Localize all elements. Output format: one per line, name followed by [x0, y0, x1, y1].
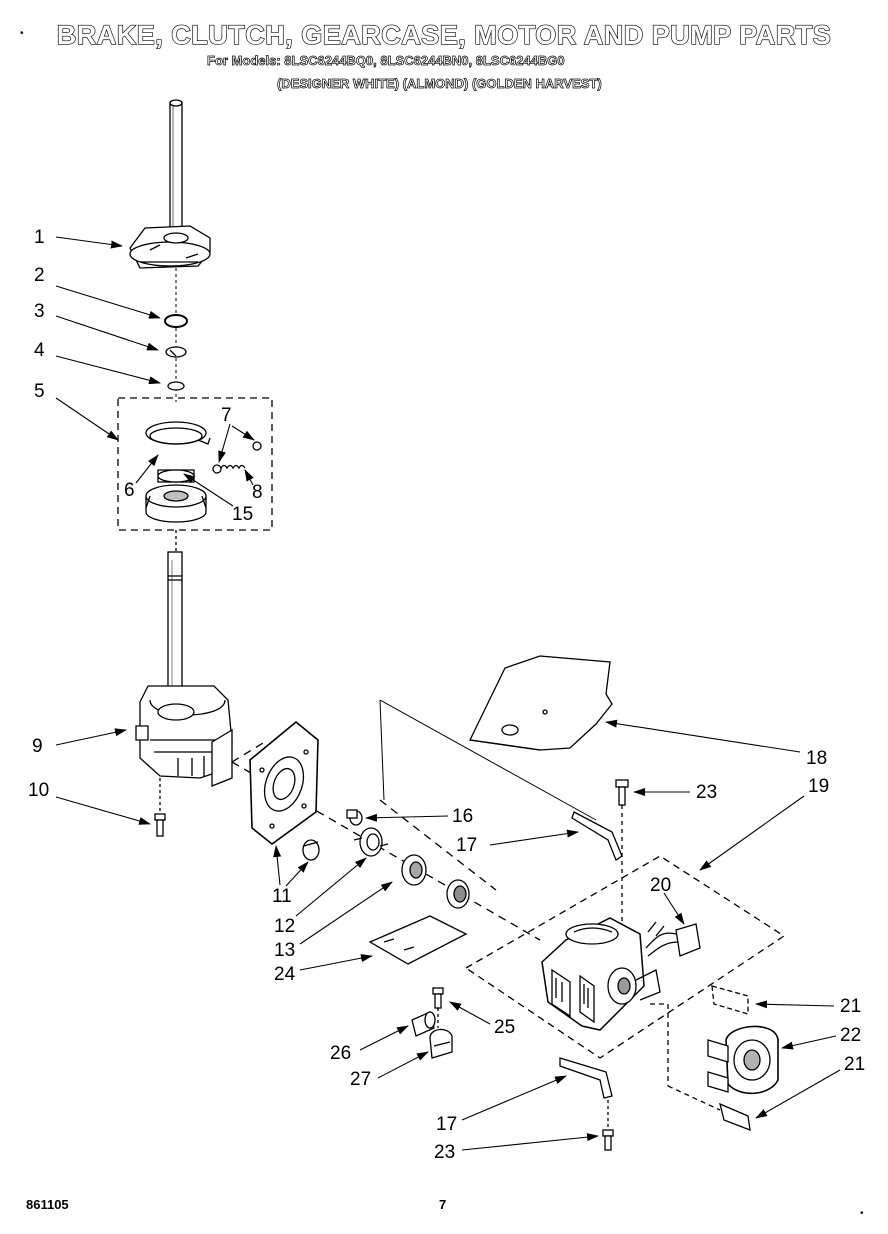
callout-labels: 1 2 3 4 5 6 7 8 15 9 10 11 12 13 24 16 1…	[28, 227, 865, 1163]
callout-27: 27	[350, 1069, 371, 1090]
part-25-screw	[432, 987, 444, 1028]
callout-6: 6	[124, 480, 135, 501]
part-1-brake-cam	[129, 225, 211, 269]
part-17-clip-upper	[571, 811, 623, 861]
callout-1: 1	[34, 227, 45, 248]
callout-16: 16	[452, 806, 473, 827]
document-number: 861105	[26, 1197, 69, 1212]
callout-22: 22	[840, 1025, 861, 1046]
callout-21-upper: 21	[840, 996, 861, 1017]
callout-9: 9	[32, 736, 43, 757]
part-21-clip-upper	[711, 985, 749, 1015]
callout-21-lower: 21	[844, 1054, 865, 1075]
callout-23-upper: 23	[696, 782, 717, 803]
callout-8: 8	[252, 482, 263, 503]
part-10-bolt	[154, 778, 166, 837]
callout-17-upper: 17	[456, 835, 477, 856]
gearcase-seal-plate	[249, 720, 319, 846]
corner-mark-bottom: •	[860, 1208, 864, 1219]
callout-20: 20	[650, 875, 671, 896]
part-12-coupling-hub	[353, 827, 389, 857]
part-26-bushing	[411, 1011, 436, 1037]
part-5-brake-band	[145, 421, 211, 445]
part-5-clutch-kit-box	[117, 397, 273, 531]
corner-mark-top: •	[20, 28, 24, 39]
part-17-clip-lower	[559, 1057, 613, 1099]
page-title: BRAKE, CLUTCH, GEARCASE, MOTOR AND PUMP …	[56, 19, 832, 50]
part-2-washer	[164, 314, 188, 328]
callout-25: 25	[494, 1017, 515, 1038]
motor-side-coupling-hub	[446, 879, 470, 909]
callout-19: 19	[808, 776, 829, 797]
callout-3: 3	[34, 301, 45, 322]
part-13-coupling-disc	[401, 854, 427, 886]
part-20-switch	[645, 923, 701, 957]
page-number: 7	[439, 1197, 447, 1212]
part-4-ring	[167, 381, 185, 391]
part-7-spring	[212, 441, 262, 474]
part-15-clutch-hub	[145, 469, 207, 523]
callout-24: 24	[274, 964, 296, 985]
part-23-screw-lower	[602, 1100, 614, 1151]
callout-2: 2	[34, 265, 45, 286]
callout-13: 13	[274, 940, 295, 961]
part-19-motor-assembly-box	[464, 855, 786, 1059]
part-9-gearcase	[135, 685, 233, 787]
callout-15: 15	[232, 504, 253, 525]
part-24-pad	[368, 915, 468, 965]
callout-26: 26	[330, 1043, 351, 1064]
callout-11: 11	[272, 886, 292, 907]
colors-line: (DESIGNER WHITE) (ALMOND) (GOLDEN HARVES…	[277, 76, 602, 92]
callout-12: 12	[274, 916, 295, 937]
callout-17-lower: 17	[436, 1114, 457, 1135]
part-16-nut	[346, 809, 363, 826]
models-line: For Models: 8LSC6244BQ0, 8LSC6244BN0, 8L…	[207, 53, 565, 69]
part-27-clamp	[429, 1028, 453, 1059]
part-18-shield	[469, 655, 613, 751]
part-3-retainer	[165, 346, 187, 358]
callout-5: 5	[34, 381, 45, 402]
part-22-pump	[707, 1025, 779, 1095]
top-shaft-part	[169, 99, 183, 239]
motor-part	[541, 917, 665, 1031]
part-21-clip-lower	[719, 1102, 751, 1132]
callout-18: 18	[806, 748, 827, 769]
callout-4: 4	[34, 340, 45, 361]
part-11-plug	[302, 839, 320, 861]
callout-7: 7	[221, 405, 232, 426]
callout-23-lower: 23	[434, 1142, 455, 1163]
callout-10: 10	[28, 780, 49, 801]
